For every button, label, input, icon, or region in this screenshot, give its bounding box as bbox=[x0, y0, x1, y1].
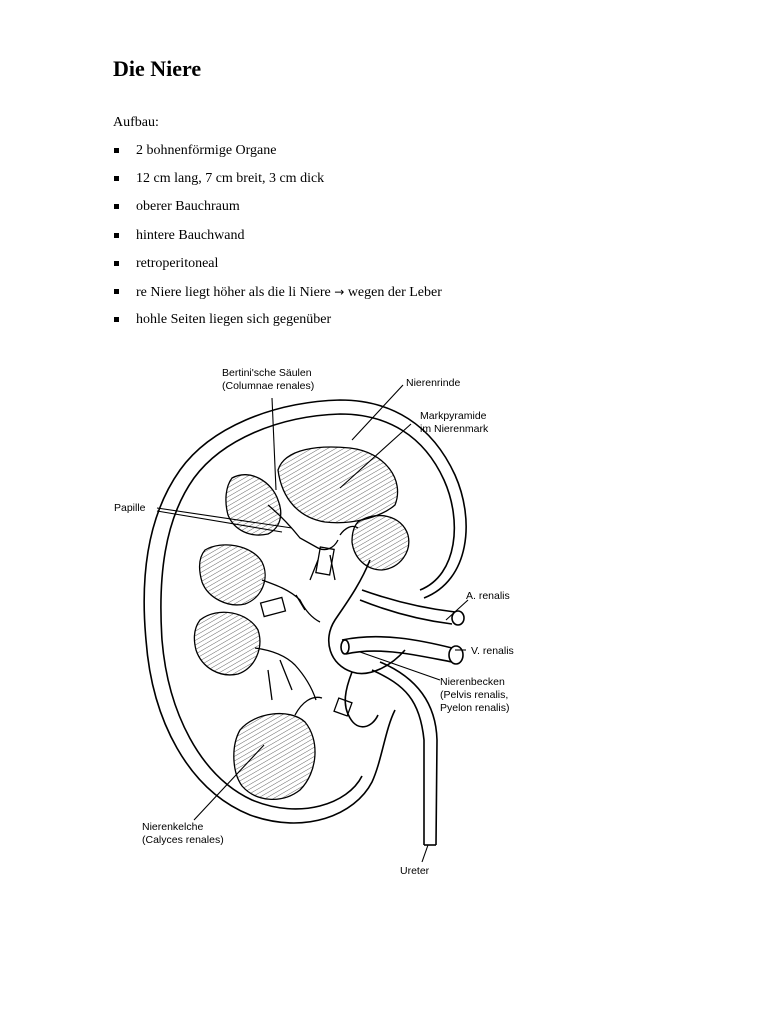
label-markpyramide-line2: im Nierenmark bbox=[420, 423, 489, 435]
label-ureter: Ureter bbox=[400, 865, 430, 877]
label-v-renalis: V. renalis bbox=[471, 645, 514, 657]
label-a-renalis: A. renalis bbox=[466, 590, 510, 602]
label-papille: Papille bbox=[114, 502, 146, 514]
label-bertini-line1: Bertini'sche Säulen bbox=[222, 367, 312, 379]
label-nierenkelche-line1: Nierenkelche bbox=[142, 821, 203, 833]
medullary-pyramids bbox=[194, 447, 408, 799]
calyces bbox=[255, 505, 358, 716]
label-nierenbecken-line3: Pyelon renalis) bbox=[440, 702, 509, 714]
label-bertini-line2: (Columnae renales) bbox=[222, 380, 314, 392]
label-nierenbecken-line2: (Pelvis renalis, bbox=[440, 689, 508, 701]
label-nierenrinde: Nierenrinde bbox=[406, 377, 460, 389]
vessels-and-ureter bbox=[341, 590, 464, 845]
label-markpyramide-line1: Markpyramide bbox=[420, 410, 487, 422]
label-nierenkelche-line2: (Calyces renales) bbox=[142, 834, 224, 846]
label-nierenbecken-line1: Nierenbecken bbox=[440, 676, 505, 688]
